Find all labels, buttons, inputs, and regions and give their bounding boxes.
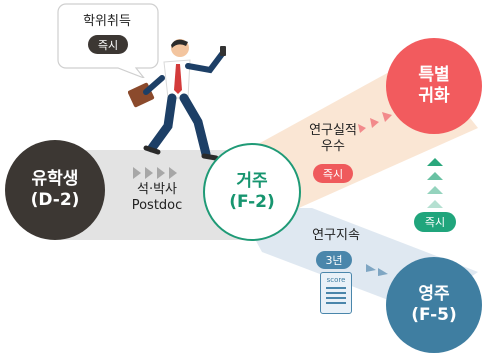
score-document-label: score bbox=[326, 276, 346, 284]
student-node-title: 유학생 bbox=[31, 168, 79, 189]
degree-path-line2: Postdoc bbox=[131, 197, 183, 213]
research-excellence-label: 연구실적 우수 bbox=[296, 123, 370, 154]
permanent-to-naturalization-badge: 즉시 bbox=[414, 212, 456, 232]
research-excellence-line1: 연구실적 bbox=[309, 123, 357, 138]
permanent-residence-node: 영주 (F-5) bbox=[386, 257, 482, 353]
permanent-arrow-markers bbox=[366, 264, 388, 276]
score-document-icon: score bbox=[320, 272, 352, 314]
running-businessman-illustration bbox=[128, 39, 226, 161]
naturalization-node-line2: 귀화 bbox=[418, 86, 450, 106]
research-continuation-label: 연구지속 bbox=[312, 228, 360, 243]
permanent-node-title: 영주 bbox=[418, 283, 450, 304]
degree-path-label: 석·박사 Postdoc bbox=[122, 182, 192, 213]
bubble-badge: 즉시 bbox=[88, 35, 128, 54]
naturalization-node-line1: 특별 bbox=[418, 64, 450, 85]
residence-visa-node: 거주 (F-2) bbox=[203, 143, 301, 241]
student-node-code: (D-2) bbox=[30, 190, 80, 210]
research-excellence-badge: 즉시 bbox=[313, 164, 353, 183]
research-excellence-line2: 우수 bbox=[321, 138, 345, 154]
permanent-node-code: (F-5) bbox=[411, 305, 457, 325]
bubble-badge-text: 즉시 bbox=[97, 38, 119, 52]
naturalization-arrow-markers bbox=[358, 112, 392, 133]
degree-arrow-markers bbox=[133, 167, 177, 179]
vertical-arrow-markers bbox=[427, 158, 443, 208]
naturalization-node: 특별 귀화 bbox=[386, 38, 482, 134]
residence-node-title: 거주 bbox=[236, 170, 268, 191]
residence-node-code: (F-2) bbox=[229, 192, 275, 212]
bubble-text: 학위취득 bbox=[83, 14, 131, 29]
student-visa-node: 유학생 (D-2) bbox=[5, 140, 105, 240]
degree-path-line1: 석·박사 bbox=[136, 182, 177, 197]
research-continuation-badge: 3년 bbox=[316, 251, 352, 269]
